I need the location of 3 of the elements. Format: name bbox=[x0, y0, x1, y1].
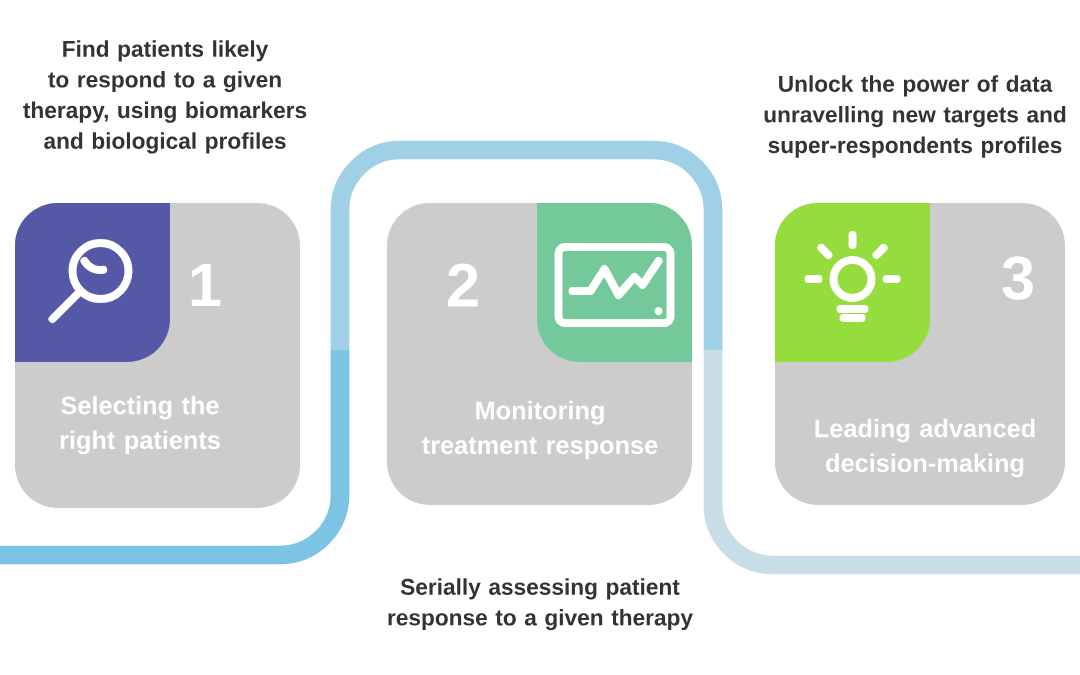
description-text: Find patients likely to respond to a given therapy, using biomarkers and biological profiles bbox=[23, 40, 307, 154]
description-text: Serially assessing patient response to a given therapy bbox=[388, 578, 693, 631]
description-text: Unlock the power of data unravelling new targets and super-respondents profiles bbox=[764, 75, 1066, 158]
